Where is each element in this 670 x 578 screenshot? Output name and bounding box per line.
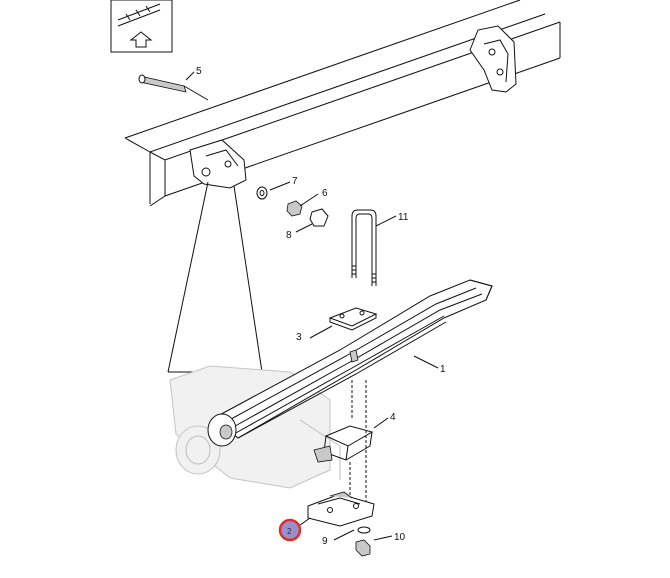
washer <box>256 186 268 200</box>
highlight-marker[interactable] <box>278 518 302 542</box>
callout-1[interactable]: 1 <box>440 364 446 375</box>
spring-seat <box>313 425 374 463</box>
projection-lines <box>167 181 263 373</box>
bottom-washer <box>357 526 371 534</box>
clamp-plate <box>307 491 375 527</box>
frame-mini-icon <box>117 3 161 27</box>
front-spring-hanger <box>469 25 517 93</box>
callout-8[interactable]: 8 <box>286 230 292 241</box>
cap-nut <box>309 208 329 227</box>
spring-pin <box>138 74 209 101</box>
hex-nut <box>286 200 303 217</box>
bottom-nut <box>355 539 371 557</box>
up-arrow-icon <box>129 31 153 48</box>
u-bolt-plate <box>328 307 378 331</box>
rear-spring-hanger <box>189 139 247 189</box>
callout-10[interactable]: 10 <box>394 532 406 543</box>
u-bolt <box>351 209 377 286</box>
callout-3[interactable]: 3 <box>296 332 302 343</box>
callout-5[interactable]: 5 <box>196 66 202 77</box>
leader-lines <box>185 71 439 541</box>
center-bolt <box>349 349 359 363</box>
orientation-box <box>110 0 173 53</box>
callout-9[interactable]: 9 <box>322 536 328 547</box>
callout-6[interactable]: 6 <box>322 188 328 199</box>
callout-7[interactable]: 7 <box>292 176 298 187</box>
spring-eye <box>207 413 237 447</box>
callout-4[interactable]: 4 <box>390 412 396 423</box>
callout-2[interactable]: 2 <box>287 527 292 536</box>
stud-lines <box>349 380 367 520</box>
callout-11[interactable]: 11 <box>398 212 409 223</box>
